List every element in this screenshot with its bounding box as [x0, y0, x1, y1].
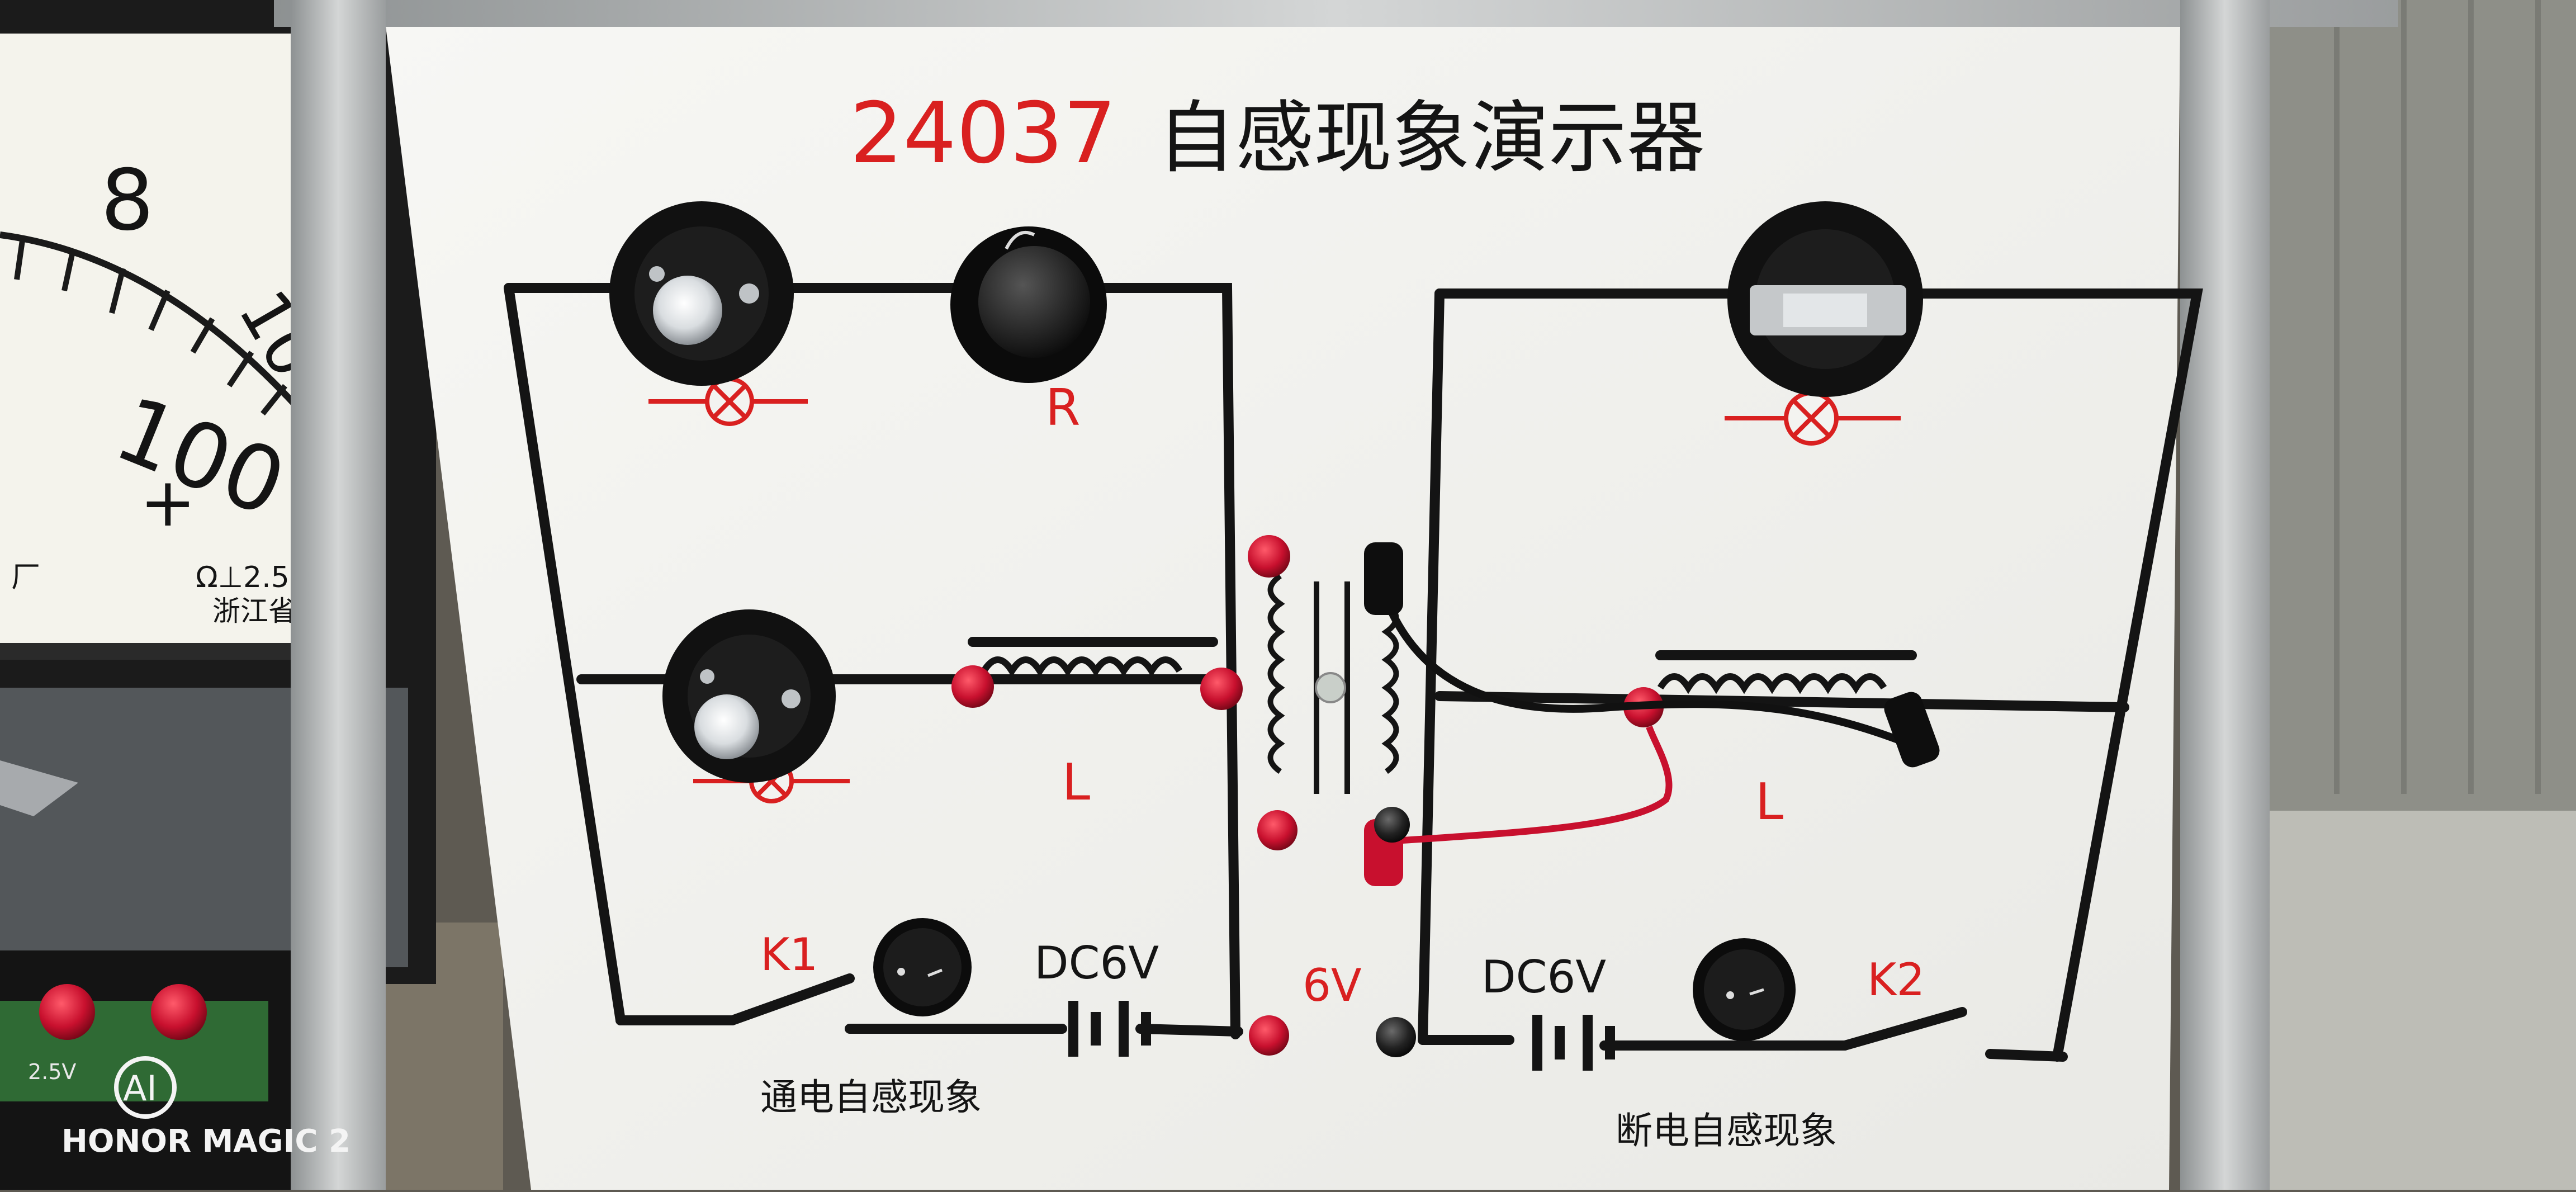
terminal-left-coil-a[interactable]: [951, 665, 994, 708]
background-slats: [2334, 0, 2541, 794]
left-battery-symbol: [1068, 1001, 1151, 1057]
meter-ticks: [14, 240, 287, 416]
bulb-socket-left-mid: [662, 609, 836, 783]
meter-terminal-left[interactable]: [39, 984, 95, 1040]
bulb-socket-right: [1727, 201, 1923, 397]
frame-top: [274, 0, 2398, 27]
right-caption: 断电自感现象: [1616, 1109, 1837, 1152]
terminal-center-bottom-black[interactable]: [1374, 807, 1410, 843]
meter-terminal-label: 2.5V: [28, 1059, 76, 1084]
meter-maker-suffix: 厂: [11, 561, 40, 594]
right-source-label: DC6V: [1481, 951, 1606, 1003]
rocker-switch-k1[interactable]: [873, 918, 972, 1016]
terminal-center-bottom-red[interactable]: [1257, 810, 1298, 850]
right-inductor-coil: [1657, 673, 1887, 694]
background-right-box: [2270, 811, 2576, 1190]
meter-plus-sign: +: [140, 464, 196, 542]
watermark-badge-ring: [114, 1056, 177, 1119]
terminal-6v-red[interactable]: [1249, 1015, 1289, 1056]
camera-watermark: AI HONOR MAGIC 2: [61, 1056, 351, 1160]
left-source-label: DC6V: [1034, 937, 1159, 989]
lamp-symbol-right: [1725, 391, 1901, 446]
rheostat-knob[interactable]: [950, 226, 1107, 383]
black-test-lead[interactable]: [1364, 542, 1943, 770]
watermark-device: HONOR MAGIC 2: [61, 1123, 351, 1160]
switch-k2-label: K2: [1867, 954, 1925, 1006]
bulb-left-top: [653, 276, 722, 345]
right-battery-symbol: [1532, 1015, 1615, 1071]
right-circuit-wires: [1418, 288, 2203, 1062]
switch-k1-label: K1: [760, 929, 818, 981]
right-inductor-label: L: [1755, 773, 1783, 831]
bulb-left-mid: [694, 694, 759, 759]
center-indicator-led: [1315, 672, 1346, 703]
lamp-symbol-left-top: [648, 377, 808, 426]
center-voltage-label: 6V: [1303, 959, 1362, 1011]
model-number: 24037: [850, 85, 1116, 182]
terminal-center-top-red[interactable]: [1248, 535, 1290, 578]
rocker-switch-k2[interactable]: [1693, 938, 1796, 1041]
left-inductor-coil: [981, 656, 1183, 678]
meter-terminal-right[interactable]: [151, 984, 207, 1040]
terminal-left-coil-b[interactable]: [1200, 668, 1243, 710]
left-inductor-label: L: [1062, 753, 1090, 812]
board-title: 自感现象演示器: [1157, 93, 1705, 184]
watermark-badge: AI: [123, 1068, 157, 1109]
meter-scale-8: 8: [101, 152, 154, 249]
left-caption: 通电自感现象: [760, 1076, 982, 1119]
meter-scale-arc: [0, 231, 316, 427]
frame-left: [291, 0, 386, 1190]
frame-right: [2180, 0, 2270, 1190]
bulb-socket-left-top: [609, 201, 794, 386]
rheostat-label: R: [1045, 379, 1081, 437]
terminal-6v-black[interactable]: [1376, 1017, 1416, 1057]
